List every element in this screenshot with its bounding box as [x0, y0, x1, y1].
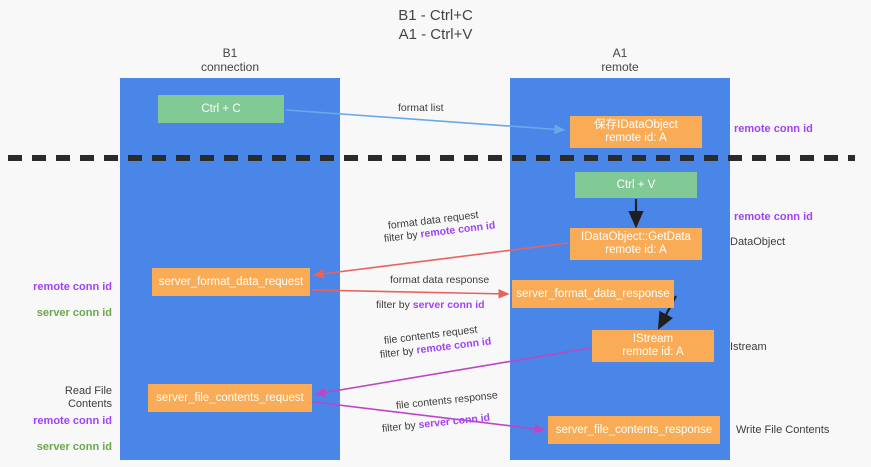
filter-prefix: filter by — [376, 299, 413, 311]
annotation-remote-conn-id-2: remote conn id — [33, 415, 112, 427]
annotation-conn-ids-bottom: remote conn id server conn id — [22, 402, 112, 467]
node-server-format-data-request[interactable]: server_format_data_request — [152, 268, 310, 296]
edge-label-file-contents-response-filter: filter by server conn id — [381, 411, 490, 436]
node-ctrl-c[interactable]: Ctrl + C — [158, 95, 284, 123]
edge-label-format-list: format list — [398, 102, 444, 114]
annotation-read-file-contents: Read File Contents — [64, 385, 112, 410]
node-istream[interactable]: IStream remote id: A — [592, 330, 714, 362]
edge-format-data-response — [311, 289, 510, 299]
node-idataobject-getdata[interactable]: IDataObject::GetData remote id: A — [570, 228, 702, 260]
edge-label-file-contents-response: file contents response — [395, 389, 499, 412]
lane-header-a1: A1 remote — [601, 46, 639, 74]
annotation-remote-conn-id: remote conn id — [33, 281, 112, 293]
annotation-dataobject: DataObject — [730, 236, 786, 248]
edge-label-format-data-response-filter: filter by server conn id — [376, 298, 485, 312]
filter-key-server-conn-id: server conn id — [417, 411, 491, 432]
diagram-title: B1 - Ctrl+C A1 - Ctrl+V — [398, 7, 473, 43]
node-server-file-contents-request[interactable]: server_file_contents_request — [148, 384, 312, 412]
annotation-server-conn-id-2: server conn id — [36, 441, 112, 453]
phase-separator — [8, 155, 855, 161]
filter-prefix: filter by — [379, 344, 418, 361]
filter-key-server-conn-id: server conn id — [412, 299, 485, 311]
annotation-server-conn-id: server conn id — [36, 307, 112, 319]
annotation-remote-conn-id-mid: remote conn id — [734, 211, 813, 223]
lane-header-b1: B1 connection — [200, 46, 260, 74]
filter-prefix: filter by — [383, 228, 422, 245]
annotation-remote-conn-id-top: remote conn id — [734, 123, 813, 135]
node-server-format-data-response[interactable]: server_format_data_response — [512, 280, 674, 308]
edge-label-format-data-response: format data response — [390, 274, 490, 286]
filter-prefix: filter by — [381, 419, 420, 435]
node-server-file-contents-response[interactable]: server_file_contents_response — [548, 416, 720, 444]
annotation-write-file-contents: Write File Contents — [736, 424, 830, 436]
node-ctrl-v[interactable]: Ctrl + V — [575, 172, 697, 198]
annotation-istream: Istream — [730, 341, 767, 353]
annotation-conn-ids-top: remote conn id server conn id — [22, 268, 112, 333]
node-save-idataobject[interactable]: 保存IDataObject remote id: A — [570, 116, 702, 148]
